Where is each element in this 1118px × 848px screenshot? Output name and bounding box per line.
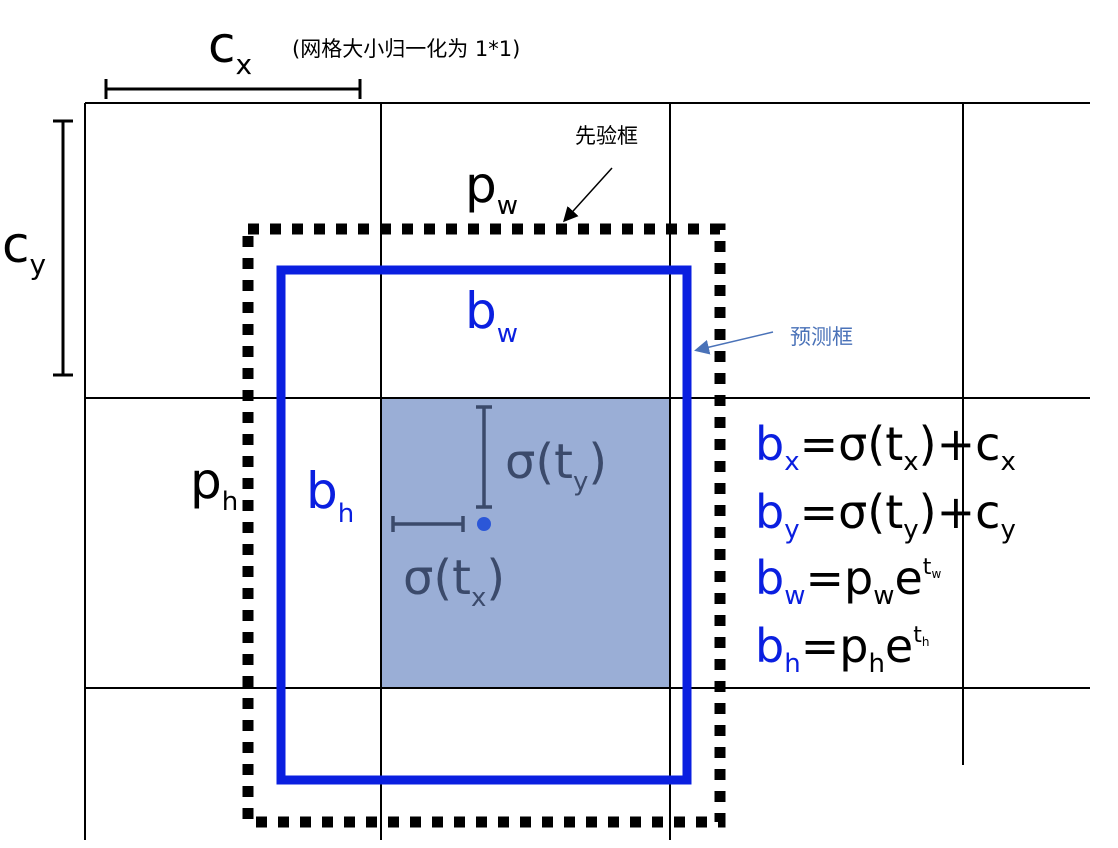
pred-box-note: 预测框	[790, 325, 853, 349]
pw-label: pw	[465, 156, 518, 221]
sigma-ty-label: σ(ty)	[505, 434, 607, 497]
ph-label: ph	[190, 452, 238, 517]
equation-by: by=σ(ty)+cy	[755, 485, 1016, 545]
prior-box-arrow	[562, 167, 613, 223]
cx-label: cx	[208, 16, 252, 81]
highlighted-grid-cell	[381, 398, 670, 688]
pred-box-arrow	[694, 331, 774, 355]
equation-bx: bx=σ(tx)+cx	[755, 417, 1016, 477]
cx-bracket	[104, 79, 362, 99]
bw-label: bw	[465, 282, 518, 349]
cy-label: cy	[2, 216, 46, 281]
grid-note: (网格大小归一化为 1*1)	[292, 37, 520, 61]
cy-bracket	[53, 119, 73, 377]
equation-bw: bw=pwetw	[755, 551, 941, 611]
bh-label: bh	[306, 462, 354, 529]
prior-box	[242, 223, 726, 828]
predicted-box	[276, 265, 692, 785]
sigma-ty-bracket	[476, 405, 492, 509]
prior-box-note: 先验框	[575, 124, 638, 148]
equation-bh: bh=pheth	[755, 619, 929, 679]
sigma-tx-label: σ(tx)	[403, 550, 505, 613]
equations: bx=σ(tx)+cx by=σ(ty)+cy bw=pwetw bh=phet…	[755, 417, 1016, 679]
sigma-tx-bracket	[391, 516, 465, 532]
center-dot	[477, 517, 491, 531]
